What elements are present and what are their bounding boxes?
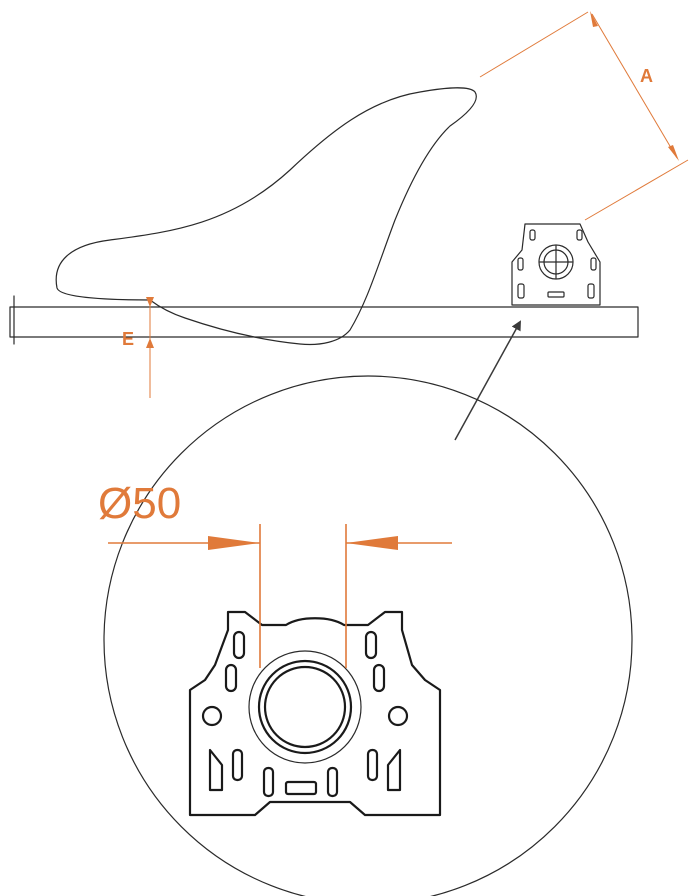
bracket-small-slot [517,283,525,299]
bracket-large-slot [372,663,386,693]
dim-e-arrow-bottom [146,338,154,348]
bracket-large-slot [284,780,318,796]
dim-e-arrow-top [146,297,154,307]
bracket-large-slot [231,748,244,782]
detail-circle [103,375,633,896]
bracket-large [188,610,442,817]
bracket-large-slot [364,630,378,660]
bracket-large-slot [366,748,379,782]
bracket-small-slot [529,229,536,241]
dim-a-extension-bottom [584,159,689,221]
toilet-side-profile [55,87,477,346]
bracket-small-slot [576,229,583,241]
dim-a-line [591,13,678,159]
dim-a-arrow-top [590,11,598,27]
bracket-large-slot [232,630,246,660]
dim-a-arrow-bottom [668,145,679,161]
bracket-large-slot [262,766,275,798]
bracket-small-slot [590,257,597,271]
bracket-large-slot [224,663,238,693]
diameter-arrow-left [208,536,260,550]
bowl-outline [55,87,477,346]
bracket-large-slot [386,748,402,792]
bracket-small [511,223,601,306]
floor-slab [9,295,639,345]
floor-slab-outline [9,306,639,338]
bracket-small-outline [511,223,601,306]
dimension-diameter: Ø50 [98,479,452,668]
dimension-a: A [479,11,689,221]
bracket-large-hole [201,705,223,727]
dim-a-extension-top [479,11,589,78]
bracket-small-ring-outer [538,244,574,280]
bracket-small-slot [547,291,565,298]
bracket-large-ring-flange [248,650,362,764]
bracket-large-hole [387,705,409,727]
bracket-large-slot [326,766,339,798]
bracket-large-ring-outer [257,659,353,755]
bracket-large-slot [208,748,224,792]
dim-e-label: E [122,329,134,349]
bracket-small-slot [587,283,595,299]
bracket-small-slot [517,257,524,271]
dim-a-label: A [640,66,653,86]
bracket-large-outline [188,610,442,817]
diameter-arrow-right [346,536,398,550]
detail-leader-arrow [454,320,521,441]
dimension-e: E [122,297,154,398]
diameter-label: Ø50 [98,479,181,528]
bracket-large-ring-inner [263,665,347,749]
